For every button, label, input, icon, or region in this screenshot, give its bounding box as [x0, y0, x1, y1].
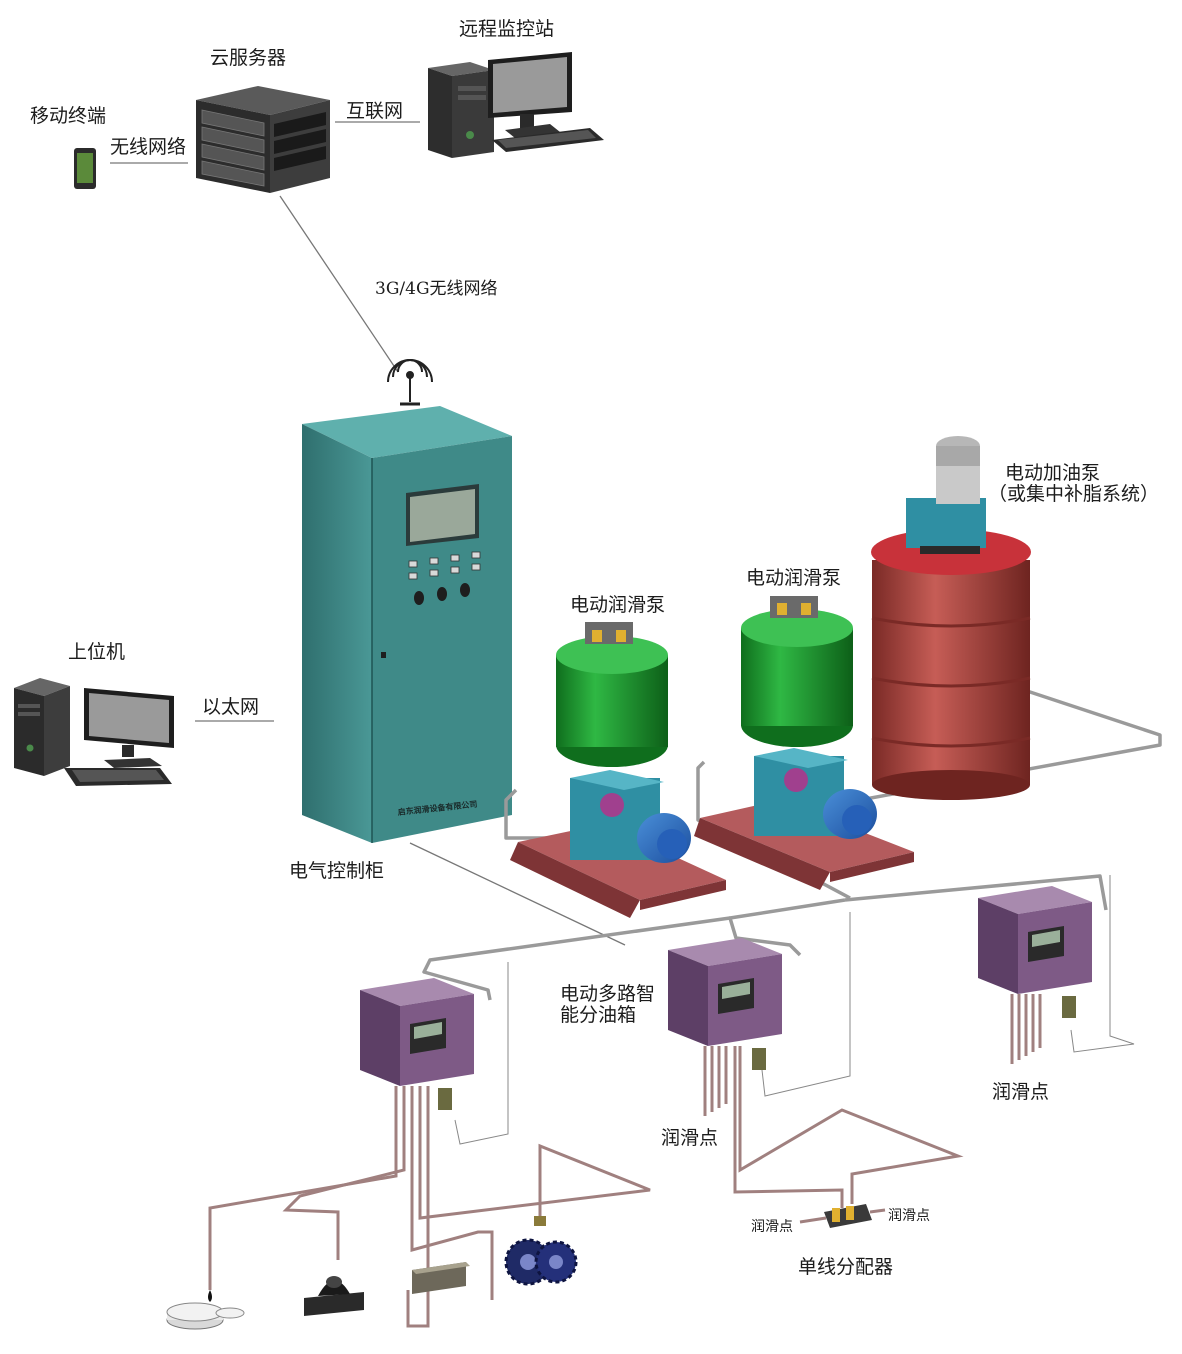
lube-pump-1-label: 电动润滑泵: [570, 594, 666, 616]
cellular-network-label: 3G/4G无线网络: [375, 279, 498, 299]
lube-point-label-c: 润滑点: [992, 1081, 1050, 1103]
control-cabinet-label: 电气控制柜: [289, 860, 385, 882]
lube-pump-2-label: 电动润滑泵: [746, 567, 842, 589]
host-computer-icon: [14, 678, 174, 786]
remote-station-label: 远程监控站: [459, 18, 555, 40]
signal-wires: [454, 875, 1135, 1145]
cloud-server-icon: [196, 86, 330, 193]
remote-station-computer-icon: [428, 52, 604, 158]
control-cabinet: 启东润滑设备有限公司: [302, 406, 512, 843]
mobile-terminal-label: 移动终端: [30, 105, 107, 127]
cloud-server-label: 云服务器: [210, 47, 287, 69]
single-line-distributor-label: 单线分配器: [798, 1256, 894, 1278]
lube-pump-1: [510, 622, 726, 918]
distributor-box-label-line2: 能分油箱: [560, 1004, 637, 1026]
cellular-link-line: [279, 195, 399, 373]
ethernet-label: 以太网: [202, 696, 260, 718]
signal-line-cabinet: [409, 842, 626, 946]
lube-point-label-d: 润滑点: [888, 1208, 930, 1224]
refuel-pump-label-line2: （或集中补脂系统）: [988, 483, 1160, 505]
refuel-pump-drum: [871, 436, 1031, 800]
mobile-terminal-icon: [74, 148, 96, 189]
distributor-box-1: [208, 978, 651, 1328]
antenna-icon: [387, 359, 433, 406]
internet-label: 互联网: [346, 100, 404, 122]
lube-pump-2: [694, 596, 914, 890]
refuel-pump-label-line1: 电动加油泵: [1005, 462, 1101, 484]
lube-point-label-b: 润滑点: [661, 1127, 719, 1149]
single-line-distributor-icon: [799, 1204, 886, 1228]
lube-point-label-a: 润滑点: [751, 1219, 793, 1235]
distributor-box-label-line1: 电动多路智: [560, 983, 656, 1005]
network-links: [110, 121, 626, 946]
wireless-network-label: 无线网络: [110, 136, 187, 158]
lube-point-parts: [166, 1216, 578, 1330]
distributor-box-3: [978, 886, 1092, 1064]
distributor-box-2: [668, 938, 964, 1208]
host-computer-label: 上位机: [68, 641, 126, 663]
